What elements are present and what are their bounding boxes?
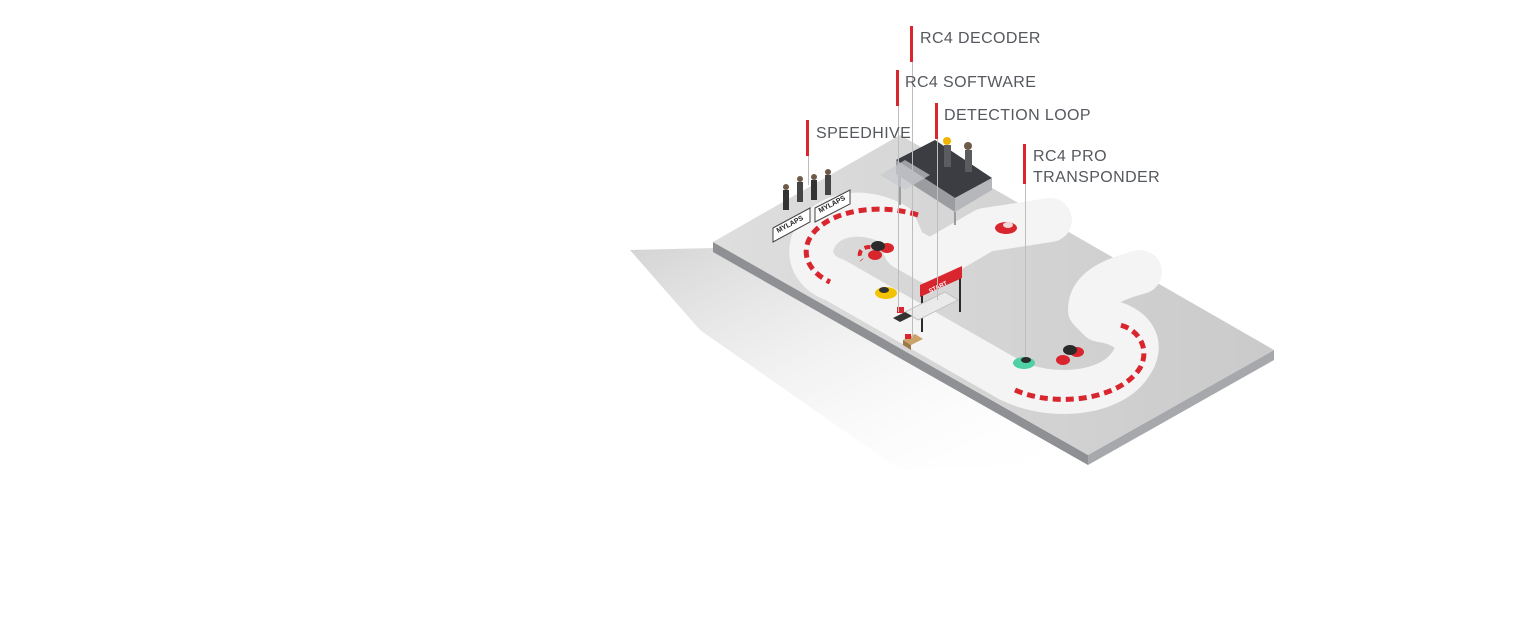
car-red [995,222,1017,234]
track-lane-lower [988,250,1162,414]
callout-detection-loop: DETECTION LOOP [944,107,1091,124]
tyre-stack-right [1056,345,1084,365]
software-marker [896,70,899,106]
timing-tower [880,140,992,225]
software-laptop [893,307,912,322]
tower-people [943,137,972,172]
callout-rc4-pro-transponder-line1: RC4 PRO [1033,148,1107,165]
loop-marker [935,103,938,139]
speedhive-marker [806,120,809,156]
spectators [783,169,831,210]
platform-side-left [713,242,1088,465]
decoder-marker [910,26,913,62]
platform-shadow [630,248,1088,470]
callout-speedhive: SPEEDHIVE [816,125,912,142]
transponder-marker [1023,144,1026,184]
platform-side-right [1088,350,1274,465]
car-green [1013,357,1035,369]
callout-rc4-software: RC4 SOFTWARE [905,74,1037,91]
decoder-box [903,334,923,350]
kerb-upper-left [803,206,919,285]
callout-rc4-decoder: RC4 DECODER [920,30,1041,47]
kerb-lower-right [1013,322,1147,402]
detection-loop-strip [904,291,959,321]
callout-rc4-pro-transponder-line2: TRANSPONDER [1033,169,1161,186]
tyre-stack-left [868,241,894,260]
track-lane-upper [789,192,1072,402]
car-yellow [875,287,897,299]
